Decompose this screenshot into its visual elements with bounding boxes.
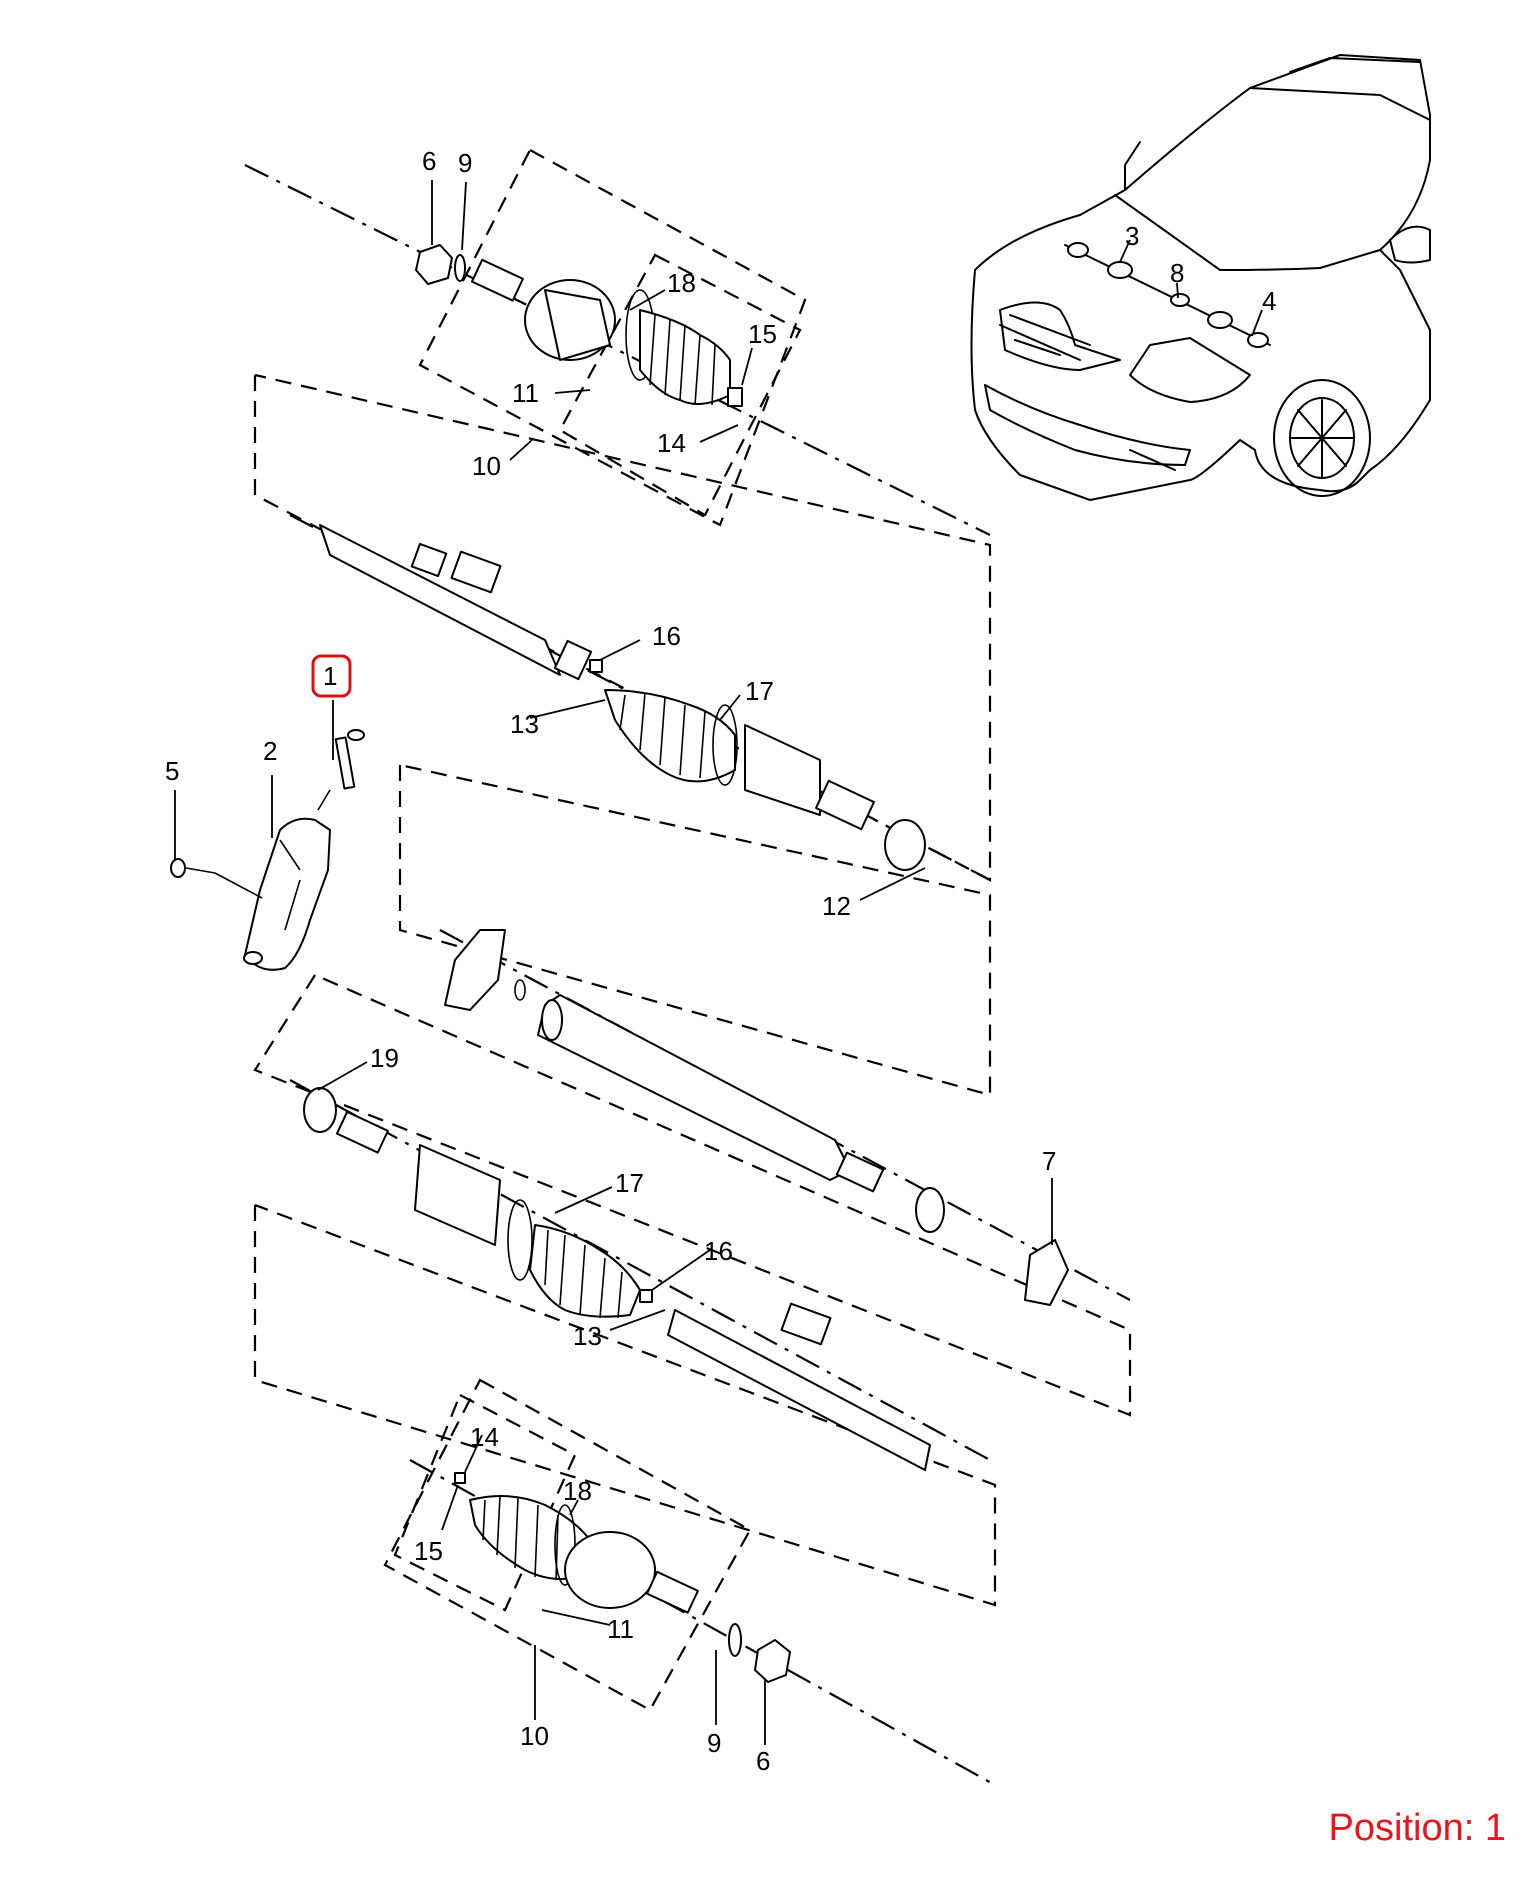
callout-10-bottom[interactable]: 10 (520, 1721, 549, 1751)
position-label: Position: 1 (1328, 1807, 1506, 1849)
callout-14-top[interactable]: 14 (657, 428, 686, 458)
callout-15-bottom[interactable]: 15 (414, 1536, 443, 1566)
upper-intermediate-shaft (319, 524, 926, 871)
leader-lines (174, 180, 1263, 1745)
callout-12[interactable]: 12 (822, 891, 851, 921)
callout-9-top[interactable]: 9 (458, 148, 472, 178)
callout-11-bottom[interactable]: 11 (607, 1614, 634, 1644)
car-illustration (970, 54, 1431, 501)
axis-lines (244, 164, 1131, 1786)
callout-6-bottom[interactable]: 6 (756, 1746, 770, 1776)
callout-18-bottom[interactable]: 18 (563, 1476, 592, 1506)
callout-15-top[interactable]: 15 (748, 319, 777, 349)
lower-inner-cv-joint (303, 1087, 931, 1471)
group-frames (253, 148, 1132, 1712)
callout-8[interactable]: 8 (1170, 258, 1184, 288)
callout-17-bottom[interactable]: 17 (615, 1168, 644, 1198)
callout-numbers: 1 2 3 4 5 6 6 7 8 9 9 10 10 11 11 12 13 … (165, 146, 1276, 1776)
lower-outer-cv-joint (454, 1472, 791, 1683)
callout-13-bottom[interactable]: 13 (573, 1321, 602, 1351)
callout-6-top[interactable]: 6 (422, 146, 436, 176)
callout-7[interactable]: 7 (1042, 1146, 1056, 1176)
center-long-shaft (444, 929, 1069, 1306)
callout-19[interactable]: 19 (370, 1043, 399, 1073)
callout-10-top[interactable]: 10 (472, 451, 501, 481)
selected-callout-highlight (311, 654, 352, 698)
callout-1[interactable]: 1 (323, 661, 337, 691)
callout-3[interactable]: 3 (1125, 221, 1139, 251)
callout-5[interactable]: 5 (165, 756, 179, 786)
callout-13-top[interactable]: 13 (510, 709, 539, 739)
callout-9-bottom[interactable]: 9 (707, 1728, 721, 1758)
callout-17-top[interactable]: 17 (745, 676, 774, 706)
support-bracket (170, 729, 365, 971)
upper-outer-cv-joint (415, 244, 743, 407)
callout-14-bottom[interactable]: 14 (470, 1422, 499, 1452)
callout-18-top[interactable]: 18 (667, 268, 696, 298)
callout-11-top[interactable]: 11 (512, 378, 539, 408)
callout-16-bottom[interactable]: 16 (704, 1236, 733, 1266)
callout-2[interactable]: 2 (263, 736, 277, 766)
callout-4[interactable]: 4 (1262, 286, 1276, 316)
callout-16-top[interactable]: 16 (652, 621, 681, 651)
